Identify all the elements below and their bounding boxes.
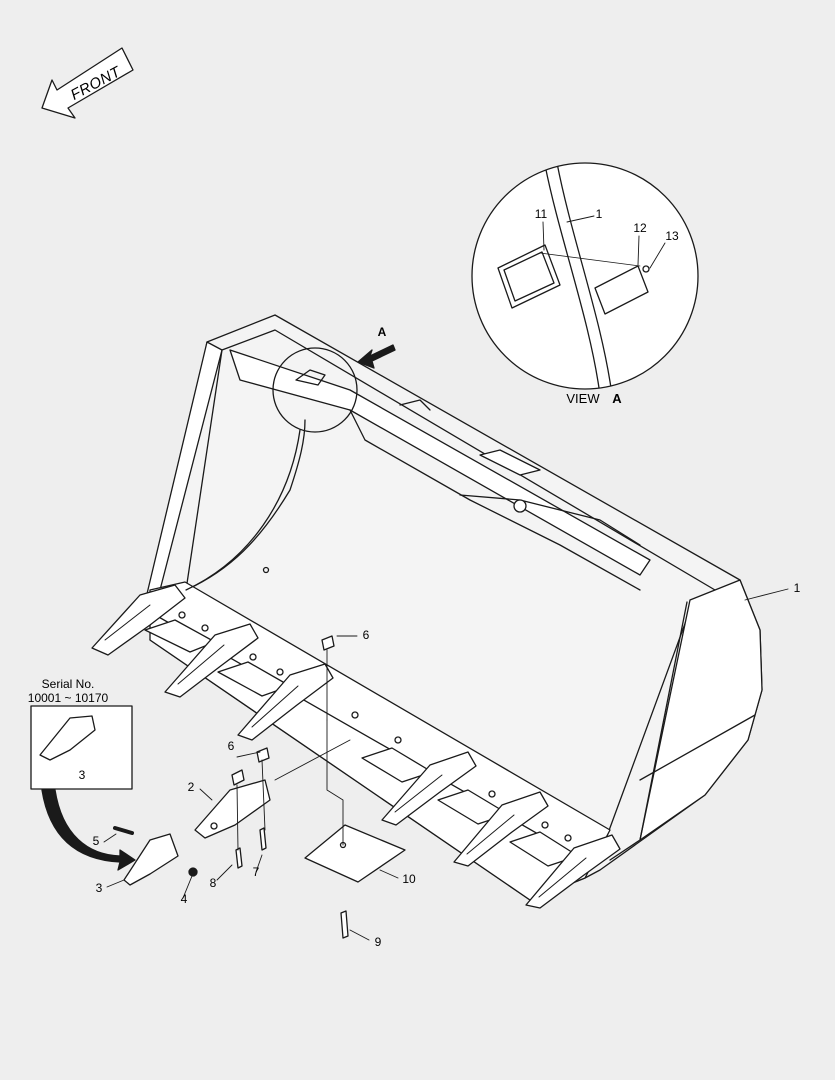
callout-bolt-9: 9 (374, 935, 382, 949)
callout-wear-plate: 10 (402, 872, 416, 886)
callout-pin: 5 (92, 834, 100, 848)
callout-screw-13: 13 (665, 229, 679, 243)
callout-bolt-7: 7 (252, 865, 260, 879)
callout-plate-11: 11 (534, 207, 548, 221)
lip-bolt-holes (178, 566, 572, 842)
callout-bolt-8: 8 (209, 876, 217, 890)
replacement-arrow-icon (41, 789, 136, 871)
callout-tooth: 3 (95, 881, 103, 895)
bucket-top-rail (229, 349, 651, 576)
serial-part-label: 3 (78, 768, 86, 782)
plate-11 (497, 244, 561, 309)
view-a-arrow-label: A (377, 325, 387, 339)
detail-marker-circle (272, 347, 358, 433)
callout-plate-12: 12 (633, 221, 647, 235)
adapter-part (194, 779, 271, 839)
callout-bucket-detail: 1 (595, 207, 603, 221)
bucket-teeth (91, 584, 621, 909)
tooth-part (123, 833, 179, 886)
callout-bucket-main: 1 (793, 581, 801, 595)
serial-title: Serial No. (41, 677, 95, 691)
callout-nut-edge: 6 (362, 628, 370, 642)
view-a-letter: A (612, 391, 622, 406)
view-a-arrow-icon (357, 344, 396, 369)
wear-plate (304, 824, 406, 883)
callout-adapter: 2 (187, 780, 195, 794)
serial-range: 10001 ~ 10170 (27, 691, 109, 705)
view-a-label: VIEW (566, 391, 600, 406)
plate-12 (594, 265, 649, 315)
callout-nut-adapter: 6 (227, 739, 235, 753)
callout-washer: 4 (180, 892, 188, 906)
front-arrow-icon (41, 47, 134, 119)
